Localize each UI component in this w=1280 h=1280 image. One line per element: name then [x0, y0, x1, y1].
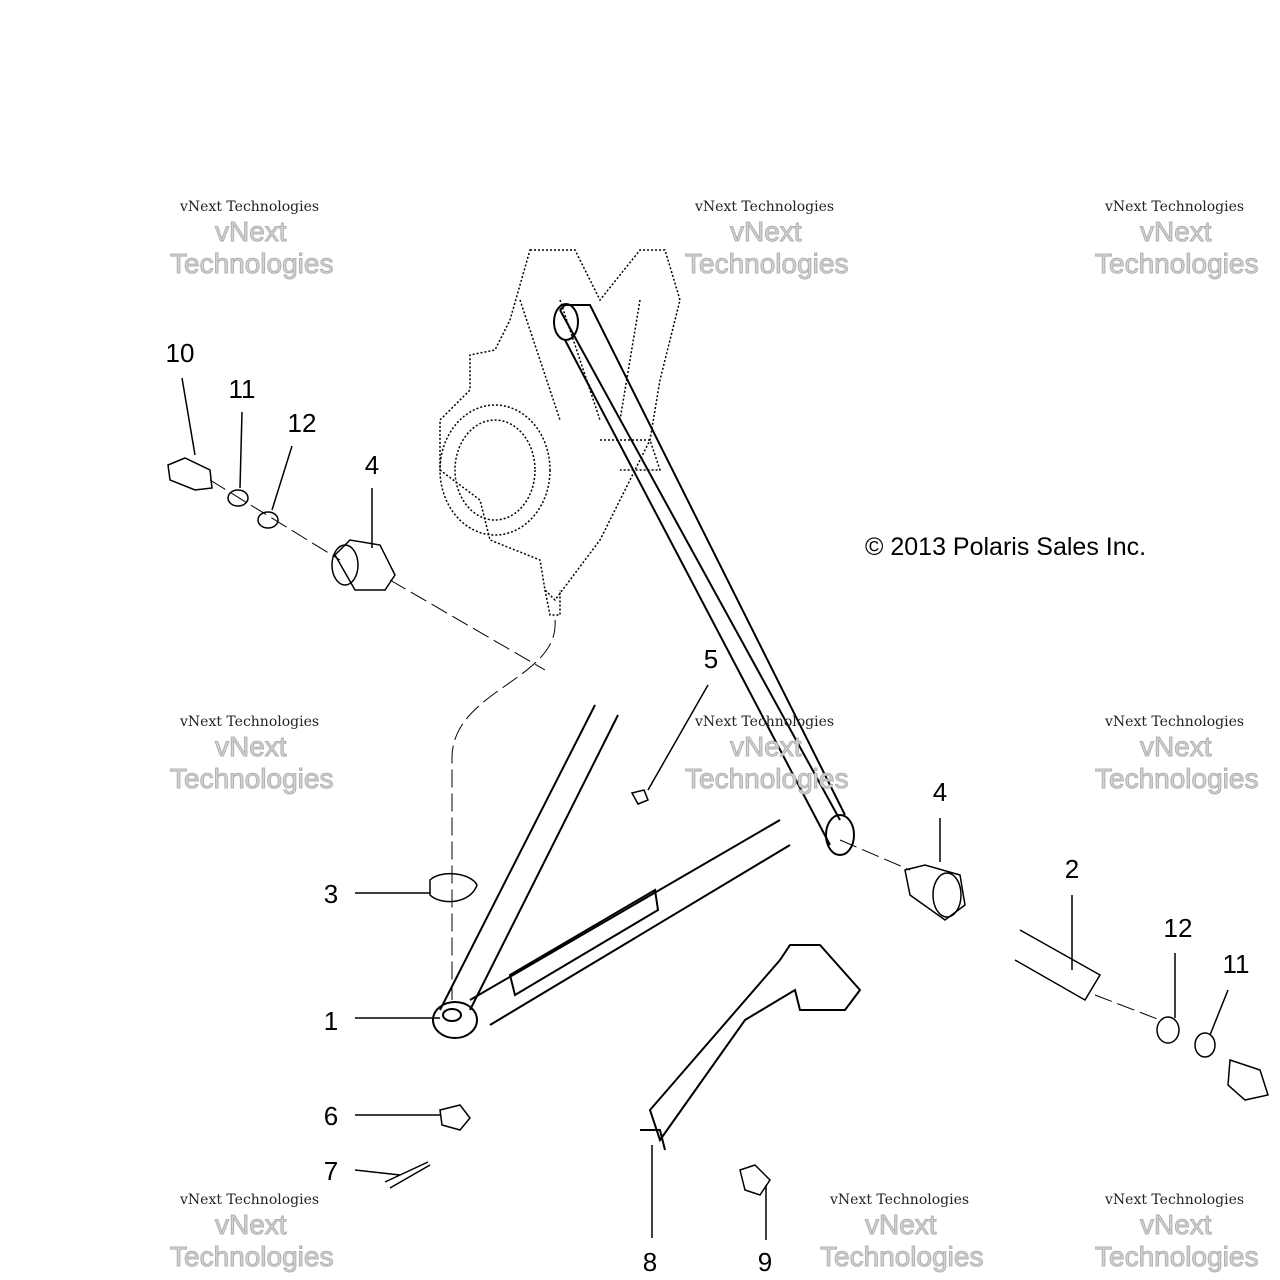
copyright-notice: © 2013 Polaris Sales Inc. [865, 533, 1147, 561]
watermark-big-2: Technologies [1094, 1241, 1259, 1272]
watermark-big-1: vNext [730, 216, 803, 247]
watermark-big-1: vNext [865, 1209, 938, 1240]
watermark-big-1: vNext [215, 1209, 288, 1240]
callout-11: 11 [1222, 949, 1250, 979]
callout-4: 4 [364, 450, 380, 480]
watermark-big-1: vNext [730, 731, 803, 762]
hardware [167, 457, 1269, 1196]
watermark-big-2: Technologies [684, 763, 849, 794]
watermark-big-2: Technologies [169, 248, 334, 279]
callout-9: 9 [757, 1247, 773, 1277]
watermark-big-2: Technologies [169, 763, 334, 794]
watermark-big-1: vNext [215, 731, 288, 762]
watermark-big-2: Technologies [1094, 763, 1259, 794]
callout-12: 12 [287, 408, 317, 438]
watermark-small: vNext Technologies [830, 1192, 970, 1208]
watermark-big-2: Technologies [169, 1241, 334, 1272]
watermark-small: vNext Technologies [1105, 199, 1245, 215]
callout-2: 2 [1064, 854, 1080, 884]
a-arm [432, 303, 855, 1039]
callout-10: 10 [165, 338, 195, 368]
callout-6: 6 [323, 1101, 339, 1131]
callout-12: 12 [1163, 913, 1193, 943]
watermark-small: vNext Technologies [180, 199, 320, 215]
watermark-big-1: vNext [1140, 1209, 1213, 1240]
leader-lines [181, 377, 1229, 1240]
callout-5: 5 [703, 644, 719, 674]
callout-1: 1 [323, 1006, 339, 1036]
steering-knuckle [439, 249, 681, 616]
watermark-big-2: Technologies [1094, 248, 1259, 279]
callout-7: 7 [323, 1156, 339, 1186]
callout-3: 3 [323, 879, 339, 909]
watermark-small: vNext Technologies [180, 714, 320, 730]
callout-11: 11 [228, 374, 256, 404]
watermark-big-1: vNext [1140, 731, 1213, 762]
watermark-big-2: Technologies [819, 1241, 984, 1272]
watermark-small: vNext Technologies [695, 714, 835, 730]
watermark-big-1: vNext [215, 216, 288, 247]
watermark-small: vNext Technologies [695, 199, 835, 215]
watermark-small: vNext Technologies [1105, 1192, 1245, 1208]
watermark-small: vNext Technologies [1105, 714, 1245, 730]
callout-8: 8 [642, 1247, 658, 1277]
callout-4: 4 [932, 777, 948, 807]
bracket [640, 944, 862, 1151]
watermark-big-1: vNext [1140, 216, 1213, 247]
watermark-small: vNext Technologies [180, 1192, 320, 1208]
watermark-big-2: Technologies [684, 248, 849, 279]
